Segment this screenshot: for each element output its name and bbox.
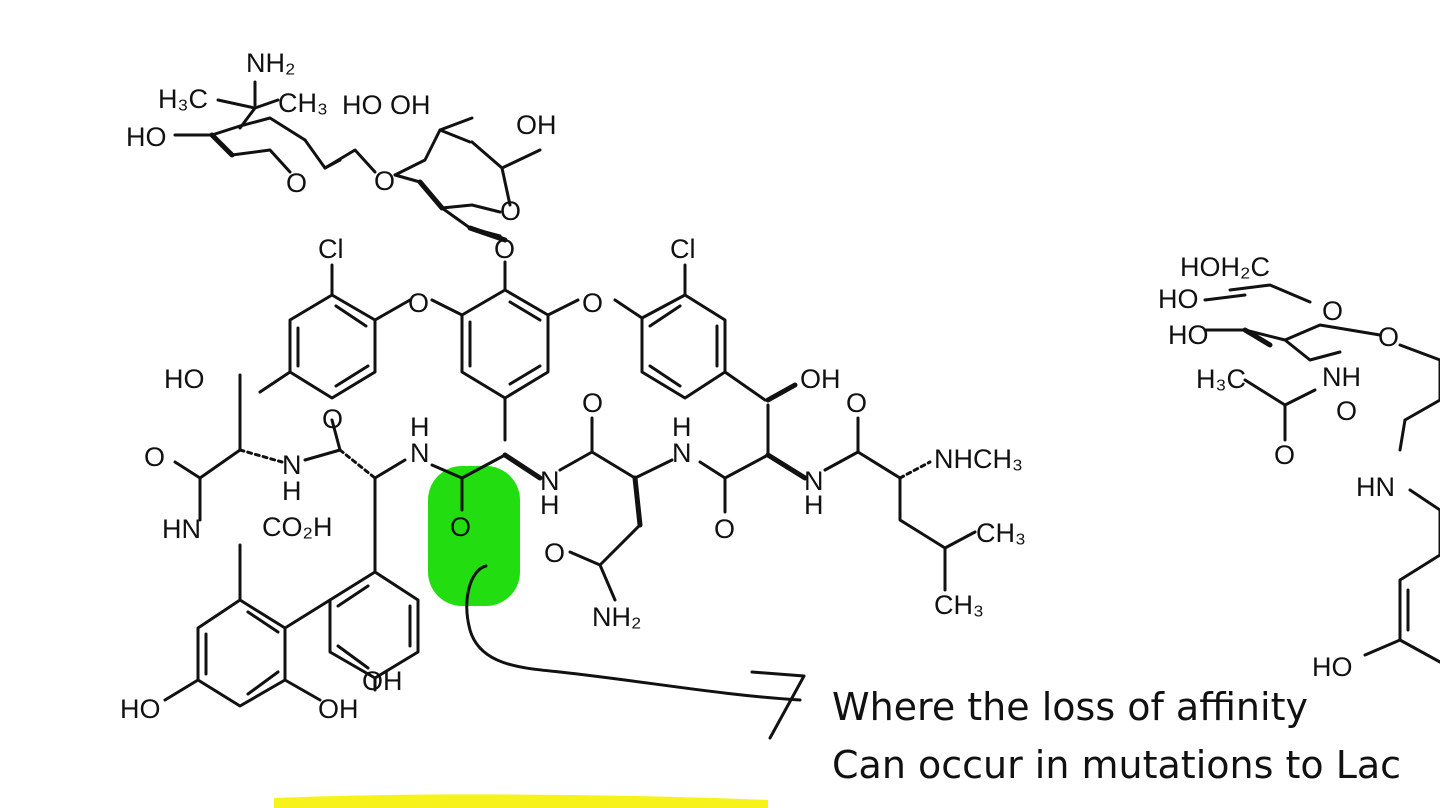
label-h-2: H xyxy=(410,412,430,442)
label-h-5: H xyxy=(804,490,824,520)
label-ho-sugar1: HO xyxy=(126,122,167,152)
label-n-2: N xyxy=(410,438,430,468)
label-o-side-link: O xyxy=(1378,322,1399,352)
label-nh2-amide: NH₂ xyxy=(592,602,641,632)
label-nh2-top: NH₂ xyxy=(246,48,295,78)
label-oh-bottom-mid: OH xyxy=(318,694,359,724)
label-ho-left: HO xyxy=(164,364,205,394)
label-co2h: CO₂H xyxy=(262,512,332,542)
label-cl-left: Cl xyxy=(318,234,344,264)
annotation-line-2: Can occur in mutations to Lac xyxy=(832,743,1401,787)
label-o-side-carbonyl: O xyxy=(1336,396,1357,426)
green-highlight-carbonyl xyxy=(428,466,520,606)
label-o-carbonyl5: O xyxy=(714,514,735,544)
core-atom-labels: Cl Cl O O HO OH O O O O O O O N H N H N … xyxy=(120,234,1026,724)
label-ho-bottom-left: HO xyxy=(120,694,161,724)
label-oh-bottom-right: OH xyxy=(362,666,403,696)
label-h3c-left: H₃C xyxy=(158,84,208,114)
label-h-3: H xyxy=(540,490,560,520)
annotation-line-1: Where the loss of affinity xyxy=(832,685,1308,729)
label-hn-side: HN xyxy=(1356,472,1395,502)
label-ch3-top: CH₃ xyxy=(278,88,328,118)
label-o-carbonyl-highlighted: O xyxy=(450,512,471,542)
label-oh-right: OH xyxy=(800,364,841,394)
label-o-ether: O xyxy=(494,234,515,264)
label-o-carbonyl4: O xyxy=(582,388,603,418)
sugar-atom-labels: NH₂ H₃C CH₃ HO HO OH OH O O O O xyxy=(126,48,557,264)
label-h3c-side: H₃C xyxy=(1196,364,1246,394)
label-ch3-b: CH₃ xyxy=(934,590,984,620)
label-ho-side2: HO xyxy=(1168,320,1209,350)
label-o-carbonyl6: O xyxy=(846,388,867,418)
label-o-carbonyl2: O xyxy=(322,404,343,434)
annotation-arrow xyxy=(465,564,806,740)
label-oh-sugar2: OH xyxy=(516,110,557,140)
label-n-5: N xyxy=(804,466,824,496)
label-nh-side: NH xyxy=(1322,362,1361,392)
label-o-ring2: O xyxy=(500,196,521,226)
label-o-right-ether: O xyxy=(582,288,603,318)
label-ho-side1: HO xyxy=(1158,284,1199,314)
label-n-4: N xyxy=(672,438,692,468)
label-h-1: H xyxy=(282,476,302,506)
label-hoh2c: HOH₂C xyxy=(1180,252,1270,282)
side-fragment-labels: HOH₂C HO HO O O NH H₃C O O HN HO xyxy=(1158,252,1399,682)
bond-lines xyxy=(163,80,1440,708)
label-n-1: N xyxy=(282,450,302,480)
label-o-carbonyl1: O xyxy=(144,442,165,472)
label-o-link: O xyxy=(374,166,395,196)
label-h-4: H xyxy=(672,412,692,442)
label-nhch3: NHCH₃ xyxy=(934,444,1023,474)
label-o-ring1: O xyxy=(286,168,307,198)
yellow-highlight-stroke xyxy=(274,794,768,808)
label-o-acetyl: O xyxy=(1274,440,1295,470)
label-n-3: N xyxy=(540,466,560,496)
label-hn-left: HN xyxy=(162,514,201,544)
label-o-amide: O xyxy=(544,538,565,568)
label-ho-oh: HO OH xyxy=(342,90,431,120)
label-o-left-ether: O xyxy=(408,288,429,318)
label-o-side-ring: O xyxy=(1322,296,1343,326)
label-ch3-a: CH₃ xyxy=(976,518,1026,548)
label-ho-side-bottom: HO xyxy=(1312,652,1353,682)
label-cl-right: Cl xyxy=(670,234,696,264)
